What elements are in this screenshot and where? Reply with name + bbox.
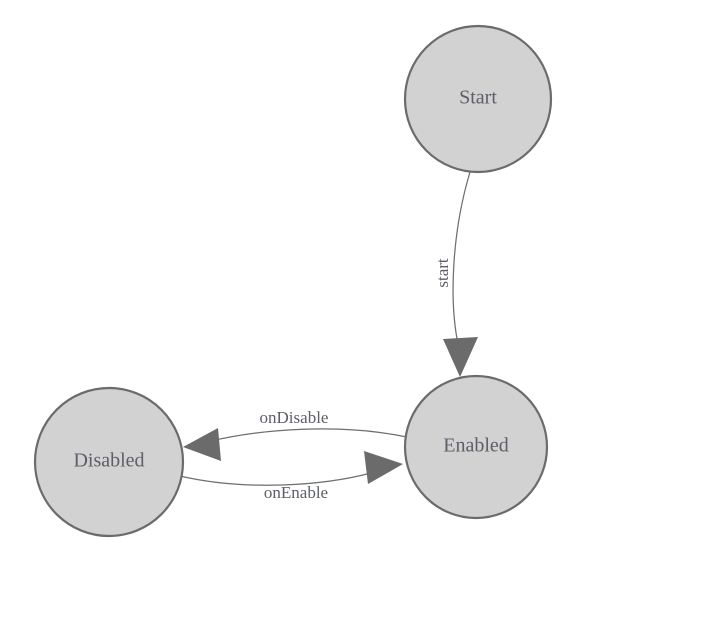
edge-label-on-disable: onDisable	[260, 408, 329, 427]
arrow-head-start-to-enabled	[443, 337, 478, 377]
node-enabled-circle	[403, 374, 549, 520]
node-start[interactable]: Start	[403, 24, 553, 174]
node-enabled[interactable]: Enabled	[403, 374, 549, 520]
edge-disabled-to-enabled[interactable]: onEnable	[179, 451, 403, 502]
node-disabled-circle	[33, 386, 185, 538]
node-start-label: Start	[459, 87, 497, 109]
edge-start-to-enabled[interactable]: start	[433, 171, 478, 377]
node-enabled-label: Enabled	[443, 435, 509, 457]
node-start-circle	[403, 24, 553, 174]
edge-path-start-to-enabled	[452, 171, 471, 345]
node-disabled[interactable]: Disabled	[33, 386, 185, 538]
arrow-head-disabled-to-enabled	[364, 451, 403, 484]
edge-enabled-to-disabled[interactable]: onDisable	[183, 408, 408, 461]
edge-label-start: start	[433, 258, 452, 288]
edge-label-on-enable: onEnable	[264, 483, 328, 502]
edge-path-disabled-to-enabled	[179, 472, 372, 486]
arrow-head-enabled-to-disabled	[183, 428, 221, 461]
node-disabled-label: Disabled	[73, 450, 144, 472]
edge-path-enabled-to-disabled	[210, 428, 408, 442]
